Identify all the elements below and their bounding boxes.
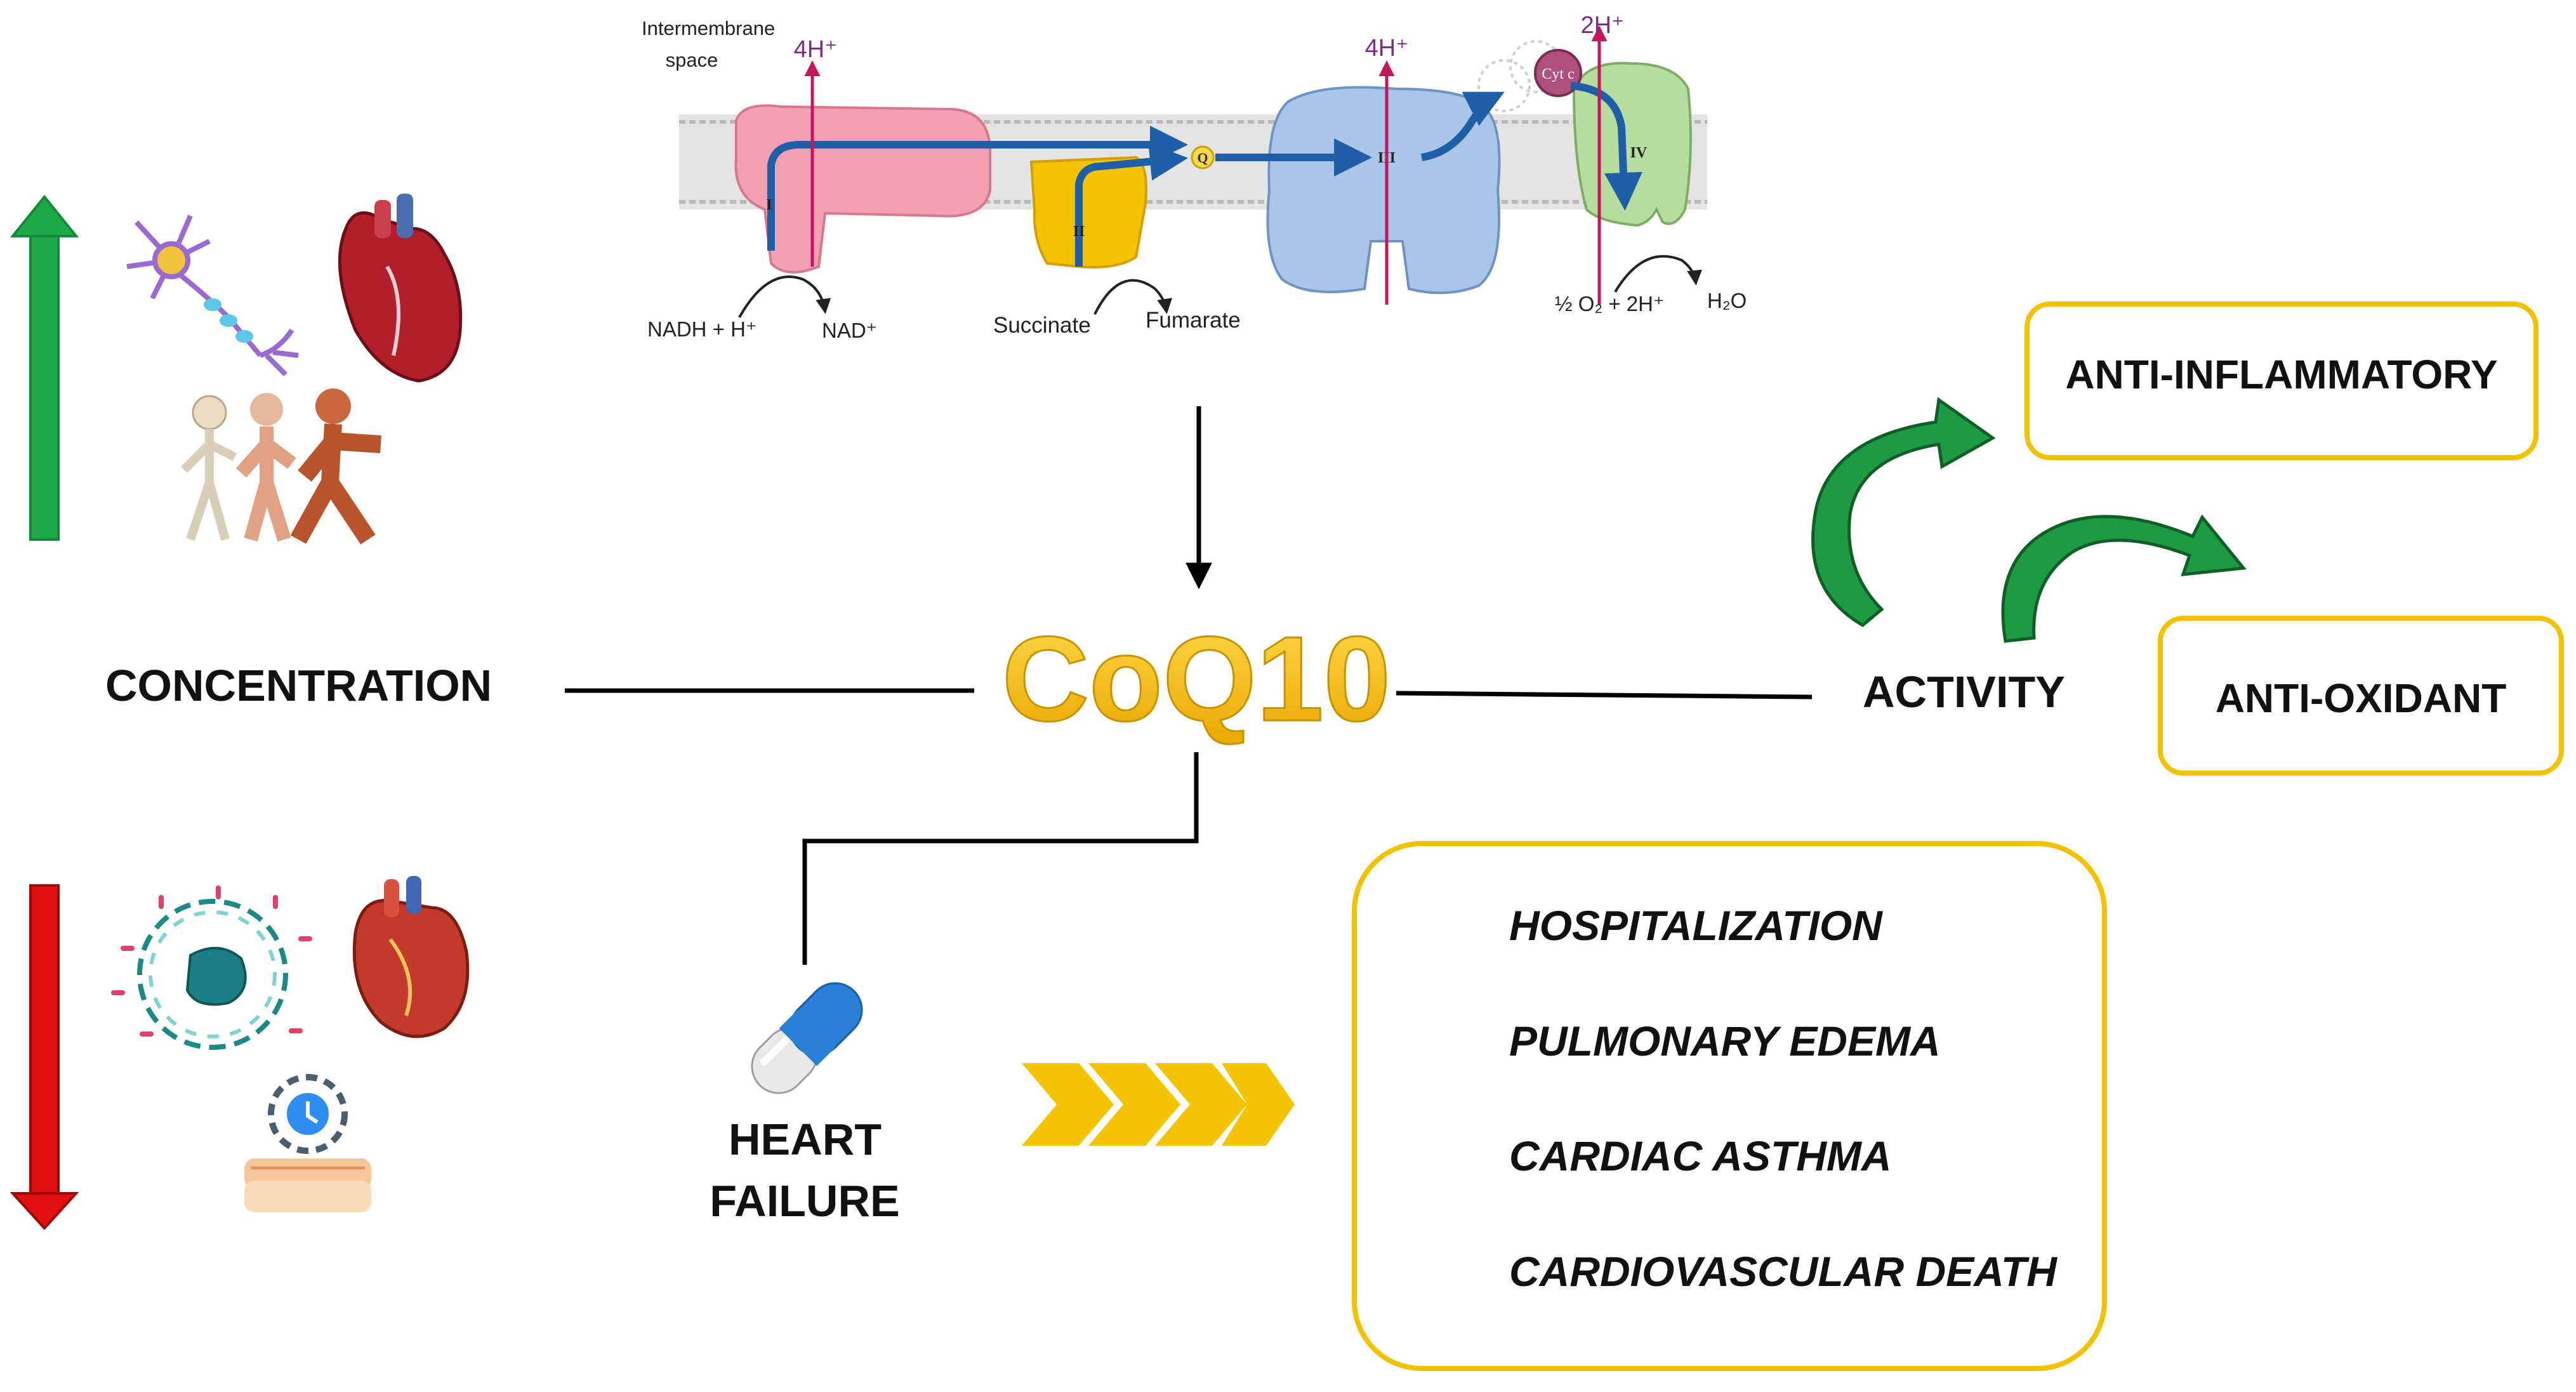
chevron-arrows xyxy=(1022,1063,1295,1146)
heart-icon-top xyxy=(338,194,463,383)
electron-transport-chain: Cyt c Q I II III IV 4H⁺ 4H⁺ 2H⁺ xyxy=(642,12,1747,342)
nadh-reaction-arrow xyxy=(738,275,831,318)
proton-arrows xyxy=(804,25,1608,305)
proton-label-1: 4H⁺ xyxy=(794,36,838,63)
nadh-label: NADH + H⁺ xyxy=(647,317,756,341)
oxygen-reaction-arrow xyxy=(1614,255,1703,293)
heart-icon-bottom xyxy=(352,876,470,1038)
anti-inflammatory-label: ANTI-INFLAMMATORY xyxy=(2065,352,2498,397)
electron-flow xyxy=(767,82,1642,267)
anti-oxidant-curve-arrow xyxy=(2001,514,2247,643)
concentration-up-arrow xyxy=(10,194,79,541)
capsule-icon[interactable] xyxy=(741,972,873,1104)
ubiquinone-q xyxy=(1191,145,1215,169)
neuron-icon xyxy=(126,215,299,376)
anti-oxidant-box: ANTI-OXIDANT xyxy=(2158,616,2564,776)
q-label: Q xyxy=(1197,150,1208,166)
concentration-down-arrow xyxy=(10,884,79,1230)
nad-label: NAD⁺ xyxy=(822,319,877,342)
outcomes-box xyxy=(1352,841,2107,1371)
skeleton-muscle-icon xyxy=(181,388,381,545)
anti-inflammatory-box: ANTI-INFLAMMATORY xyxy=(2024,302,2539,460)
water-label: H₂O xyxy=(1707,289,1747,312)
complex-4-shape xyxy=(1572,62,1692,227)
concentration-label: CONCENTRATION xyxy=(105,661,492,710)
fumarate-label: Fumarate xyxy=(1146,308,1241,333)
cytc-icon xyxy=(1534,49,1582,97)
complex-2-shape xyxy=(1029,156,1147,268)
membrane-lipids xyxy=(679,120,1707,204)
outcome-pulmonary-edema: PULMONARY EDEMA xyxy=(1509,1017,1941,1064)
cell-oxidative-stress-icon xyxy=(111,885,312,1050)
succinate-reaction-arrow xyxy=(1093,279,1173,315)
intermembrane-line-2: space xyxy=(666,49,718,71)
intermembrane-line-1: Intermembrane xyxy=(642,17,775,39)
connector-lines xyxy=(565,688,1813,965)
oxygen-label: ½ O₂ + 2H⁺ xyxy=(1555,292,1664,315)
outcome-hospitalization: HOSPITALIZATION xyxy=(1509,902,1882,949)
complex-3-shape xyxy=(1266,86,1501,295)
proton-label-4: 2H⁺ xyxy=(1581,12,1625,39)
heart-failure-line-2: FAILURE xyxy=(710,1176,900,1226)
outcome-cardiovascular-death: CARDIOVASCULAR DEATH xyxy=(1509,1248,2057,1295)
succinate-label: Succinate xyxy=(993,313,1091,338)
complex-1-label: I xyxy=(766,197,772,213)
proton-label-3: 4H⁺ xyxy=(1365,35,1409,62)
complex-4-label: IV xyxy=(1630,145,1648,161)
complex-2-label: II xyxy=(1073,223,1085,240)
activity-label: ACTIVITY xyxy=(1863,667,2065,717)
coq10-title: CoQ10 xyxy=(1002,612,1390,746)
heart-failure-line-1: HEART xyxy=(729,1115,882,1164)
aging-skin-clock-icon xyxy=(244,1074,371,1212)
anti-oxidant-label: ANTI-OXIDANT xyxy=(2215,675,2507,721)
anti-inflammatory-curve-arrow xyxy=(1811,397,1996,628)
cytc-label: Cyt c xyxy=(1542,66,1574,83)
outcome-cardiac-asthma: CARDIAC ASTHMA xyxy=(1509,1132,1892,1179)
